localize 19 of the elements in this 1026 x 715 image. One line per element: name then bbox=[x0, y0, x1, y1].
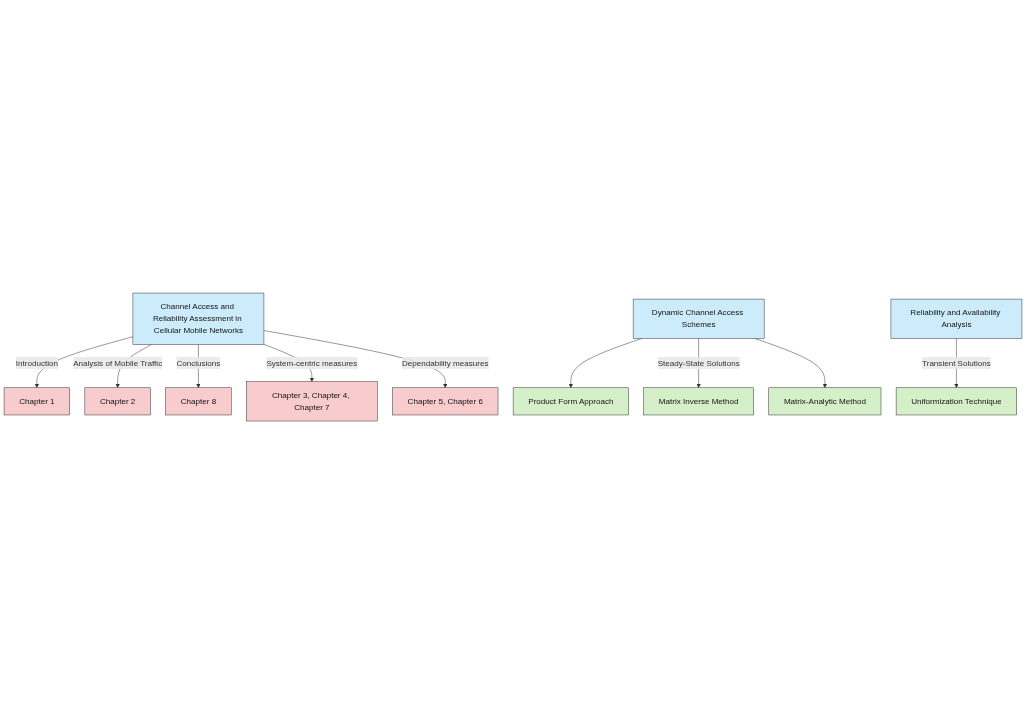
node-box: Matrix-Analytic Method bbox=[768, 388, 882, 416]
edge-label: Introduction bbox=[15, 359, 58, 368]
edge-label: Steady-State Solutions bbox=[657, 359, 740, 368]
node-box: Chapter 3, Chapter 4, Chapter 7 bbox=[246, 381, 378, 422]
node-box: Channel Access and Reliability Assessment in Cellular Mobile Networks bbox=[132, 293, 265, 346]
edge-label: Dependability measures bbox=[402, 359, 489, 368]
node-box: Uniformization Technique bbox=[895, 388, 1017, 416]
node-box: Chapter 2 bbox=[84, 388, 151, 416]
node-box: Matrix Inverse Method bbox=[643, 388, 754, 416]
node-box: Chapter 8 bbox=[165, 388, 232, 416]
node-box: Reliability and Availability Analysis bbox=[890, 299, 1023, 340]
node-box: Chapter 5, Chapter 6 bbox=[392, 388, 499, 416]
edge-label: Conclusions bbox=[176, 359, 221, 368]
edge-label: System-centric measures bbox=[266, 359, 358, 368]
edge-label: Analysis of Mobile Traffic bbox=[73, 359, 163, 368]
node-box: Product Form Approach bbox=[512, 388, 629, 416]
node-box: Dynamic Channel Access Schemes bbox=[632, 299, 765, 340]
edge-label: Transient Solutions bbox=[922, 359, 991, 368]
node-box: Chapter 1 bbox=[3, 388, 70, 416]
